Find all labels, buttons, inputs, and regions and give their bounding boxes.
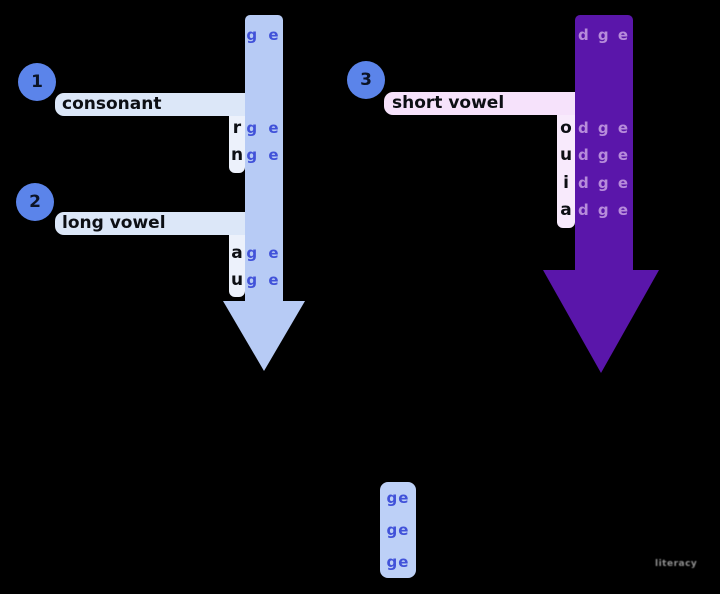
consonant-label: consonant <box>55 93 245 116</box>
result-ge: ge <box>386 489 410 507</box>
result-ge: ge <box>386 521 410 539</box>
left-arrow-head <box>223 301 305 371</box>
step-1-badge: 1 <box>18 63 56 101</box>
ge-result-box: ge ge ge <box>380 482 416 578</box>
short-vowel-letter: i <box>563 173 569 193</box>
suffix-ge: g e <box>246 119 282 137</box>
long-vowel-letter-column <box>229 235 245 297</box>
right-arrow-head <box>543 270 659 373</box>
suffix-dge: d g e <box>577 174 631 192</box>
watermark-logo: literacy <box>655 559 698 569</box>
result-ge: ge <box>386 553 410 571</box>
suffix-dge: d g e <box>577 119 631 137</box>
suffix-ge: g e <box>246 146 282 164</box>
suffix-dge: d g e <box>577 146 631 164</box>
long-vowel-letter: a <box>231 243 243 263</box>
short-vowel-letter: u <box>559 145 573 165</box>
step-3-badge: 3 <box>347 61 385 99</box>
long-vowel-letter: u <box>230 270 244 290</box>
long-vowel-label: long vowel <box>55 212 245 235</box>
left-arrow-shaft <box>245 15 283 303</box>
suffix-dge: d g e <box>577 201 631 219</box>
consonant-letter: r <box>232 118 242 138</box>
short-vowel-letter: o <box>560 118 572 138</box>
suffix-ge: g e <box>246 244 282 262</box>
step-2-badge: 2 <box>16 183 54 221</box>
short-vowel-letter: a <box>560 200 572 220</box>
short-vowel-label: short vowel <box>384 92 575 115</box>
right-arrow-shaft <box>575 15 633 272</box>
consonant-letter: n <box>230 145 244 165</box>
short-vowel-letter-column <box>557 115 575 228</box>
suffix-ge: g e <box>246 271 282 289</box>
left-arrow-top-suffix: g e <box>246 26 282 44</box>
consonant-letter-column <box>229 116 245 173</box>
right-arrow-top-suffix: d g e <box>577 26 631 44</box>
